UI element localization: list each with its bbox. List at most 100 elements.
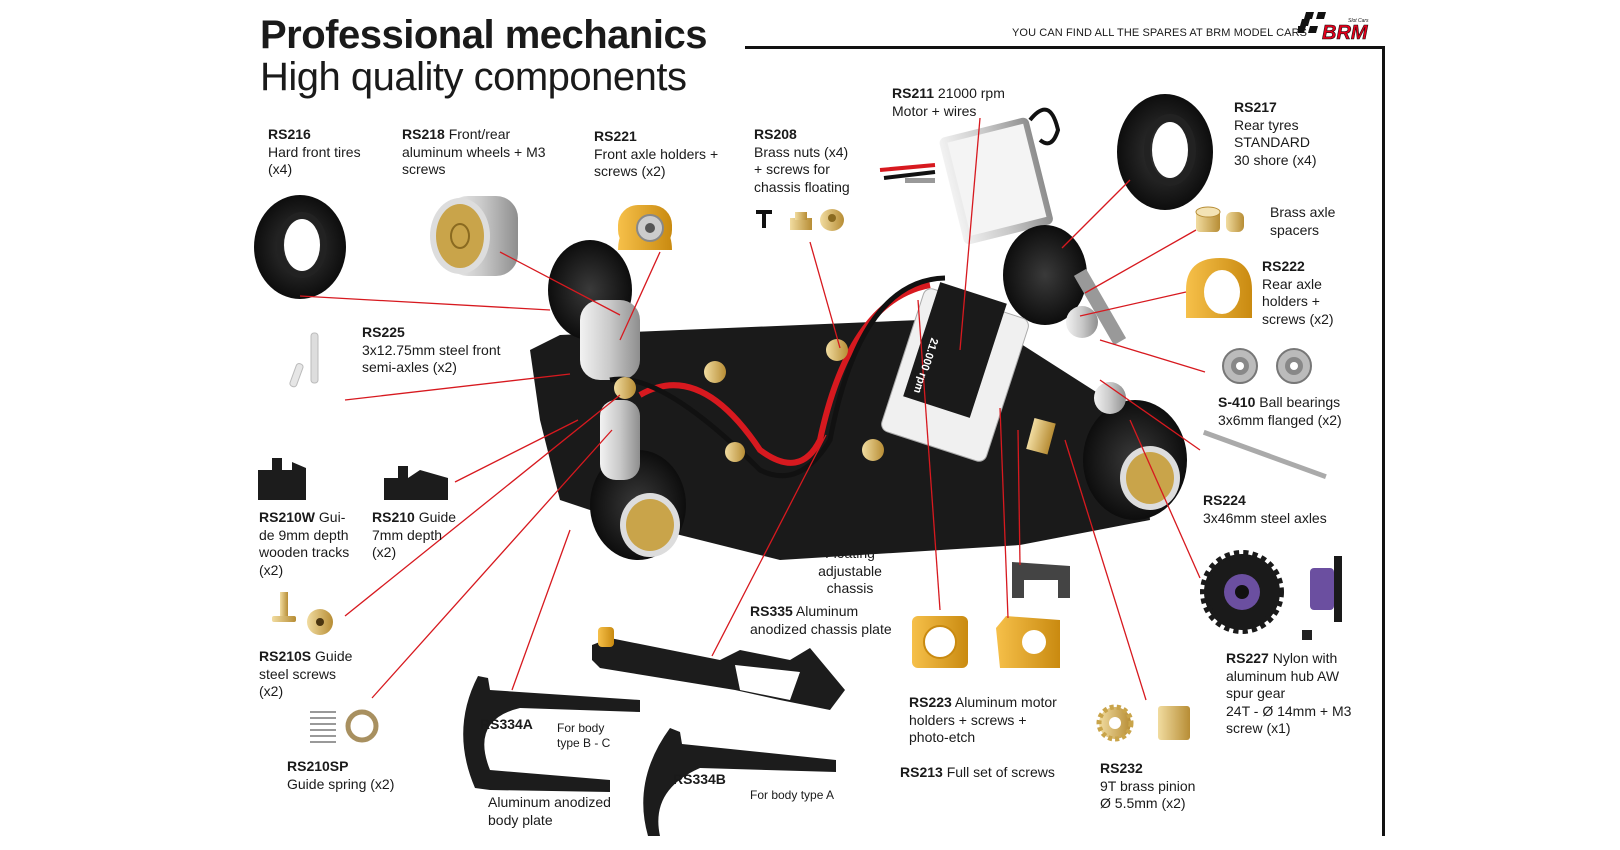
part-desc: anodized chassis plate [750,620,892,637]
guide-spring-part [310,709,379,743]
part-desc: screw (x1) [1226,720,1291,736]
part-desc: Rear tyres [1234,116,1299,133]
leader-line [371,429,613,699]
part-code: RS227 [1226,650,1269,666]
part-desc: 7mm depth [372,526,443,543]
motor-holders-part [912,562,1070,668]
part-code: RS216 [268,126,311,142]
part-label-rs222: RS222 Rear axle holders + screws (x2) [1262,258,1334,328]
part-label-rs210: RS210 Guide 7mm depth (x2) [372,509,456,562]
leader-line [917,299,941,611]
part-code: S-410 [1218,394,1256,410]
part-desc: 3x46mm steel axles [1203,509,1327,526]
leader-line [499,251,621,316]
part-desc: Aluminum anodized [488,794,611,810]
page-subtitle: High quality components [260,55,687,99]
part-desc: Ball bearings [1255,394,1341,410]
part-label-rs334a-desc: For body type B - C [557,721,610,751]
checkered-flag-icon: Slot Cars BRM [1296,12,1369,44]
part-code: RS213 [900,764,943,780]
part-label-rs213: RS213 Full set of screws [900,764,1055,782]
part-label-rs211: RS211 21000 rpm Motor + wires [892,85,1005,120]
part-desc: Guide [414,509,457,525]
leader-line [1099,339,1206,373]
part-code: RS224 [1203,492,1246,508]
brass-axle-spacers-part [1195,206,1244,232]
part-desc: 3x6mm flanged (x2) [1218,411,1342,428]
part-label-brass-spacers: Brass axle spacers [1270,204,1335,239]
side-divider [1382,46,1385,836]
part-code: RS208 [754,126,797,142]
part-desc: holders + screws + [909,711,1027,728]
part-label-rs224: RS224 3x46mm steel axles [1203,492,1327,527]
part-desc: photo-etch [909,729,976,745]
page-title: Professional mechanics [260,13,707,57]
part-label-rs216: RS216 Hard front tires (x4) [268,126,361,179]
part-label-rs334b-desc: For body type A [750,788,834,803]
brass-nuts-part [756,209,844,231]
part-code: RS210SP [287,758,349,774]
part-code: RS335 [750,603,793,619]
part-desc: Ø 5.5mm (x2) [1100,795,1186,811]
leader-lines [299,117,1206,701]
leader-line [619,251,661,341]
part-label-floating-chassis: Floating adjustable chassis [812,545,888,598]
part-desc: wooden tracks [259,544,350,560]
part-desc: Full set of screws [942,764,1055,780]
guide-9mm-part [258,458,306,500]
steel-semi-axles-part [289,332,319,388]
part-desc: body plate [488,811,553,828]
part-label-rs210sp: RS210SP Guide spring (x2) [287,758,394,793]
chassis-assembly [530,225,1187,560]
body-plate-b-part [643,728,836,836]
tagline: YOU CAN FIND ALL THE SPARES AT BRM MODEL… [1012,27,1308,39]
svg-text:BRM: BRM [1322,22,1369,40]
brass-pinion-part [1096,704,1190,742]
part-code: RS218 [402,126,445,142]
part-label-rs334a-code: RS334A [480,716,533,734]
part-desc: 9T brass pinion [1100,777,1196,794]
front-tire-part [254,195,346,299]
steel-axle-part [1202,429,1327,480]
part-label-rs210w: RS210W Gui- de 9mm depth wooden tracks (… [259,509,349,579]
part-desc: de 9mm depth [259,526,349,543]
part-desc: adjustable [818,562,882,579]
part-desc: Hard front tires [268,143,361,160]
part-label-s410: S-410 Ball bearings 3x6mm flanged (x2) [1218,394,1342,429]
part-desc: 30 shore (x4) [1234,151,1317,168]
part-desc: Front axle holders + [594,145,719,162]
part-code: RS223 [909,694,952,710]
part-desc: Guide [311,648,353,664]
part-desc: Nylon with [1268,650,1338,666]
leader-line [344,373,571,401]
leader-line [344,394,621,617]
part-label-rs334b-code: RS334B [673,771,726,789]
part-desc: 21000 rpm [934,85,1005,101]
part-desc: Motor + wires [892,102,977,119]
leader-line [299,295,551,311]
leader-line [809,241,841,349]
part-desc: screws (x2) [594,163,666,179]
leader-line [1064,439,1147,701]
part-desc: (x2) [259,683,284,699]
brm-logo: Slot Cars BRM [1296,12,1380,44]
part-label-rs225: RS225 3x12.75mm steel front semi-axles (… [362,324,501,377]
body-plate-a-part [463,676,640,792]
part-desc: Gui- [315,509,346,525]
part-label-rs221: RS221 Front axle holders + screws (x2) [594,128,718,181]
part-label-rs223: RS223 Aluminum motor holders + screws + … [909,694,1057,747]
part-desc: Floating [825,545,875,561]
rear-axle-holder-part [1186,258,1252,318]
part-label-rs217: RS217 Rear tyres STANDARD 30 shore (x4) [1234,99,1316,169]
motor-part [879,107,1061,245]
leader-line [1079,291,1187,317]
part-code: RS225 [362,324,405,340]
part-label-rs227: RS227 Nylon with aluminum hub AW spur ge… [1226,650,1351,738]
part-code: RS210 [372,509,415,525]
part-desc: Brass axle [1270,204,1336,220]
part-code: RS210W [259,509,316,525]
leader-line [959,117,981,351]
leader-line [1084,229,1197,294]
part-code: RS221 [594,128,637,144]
